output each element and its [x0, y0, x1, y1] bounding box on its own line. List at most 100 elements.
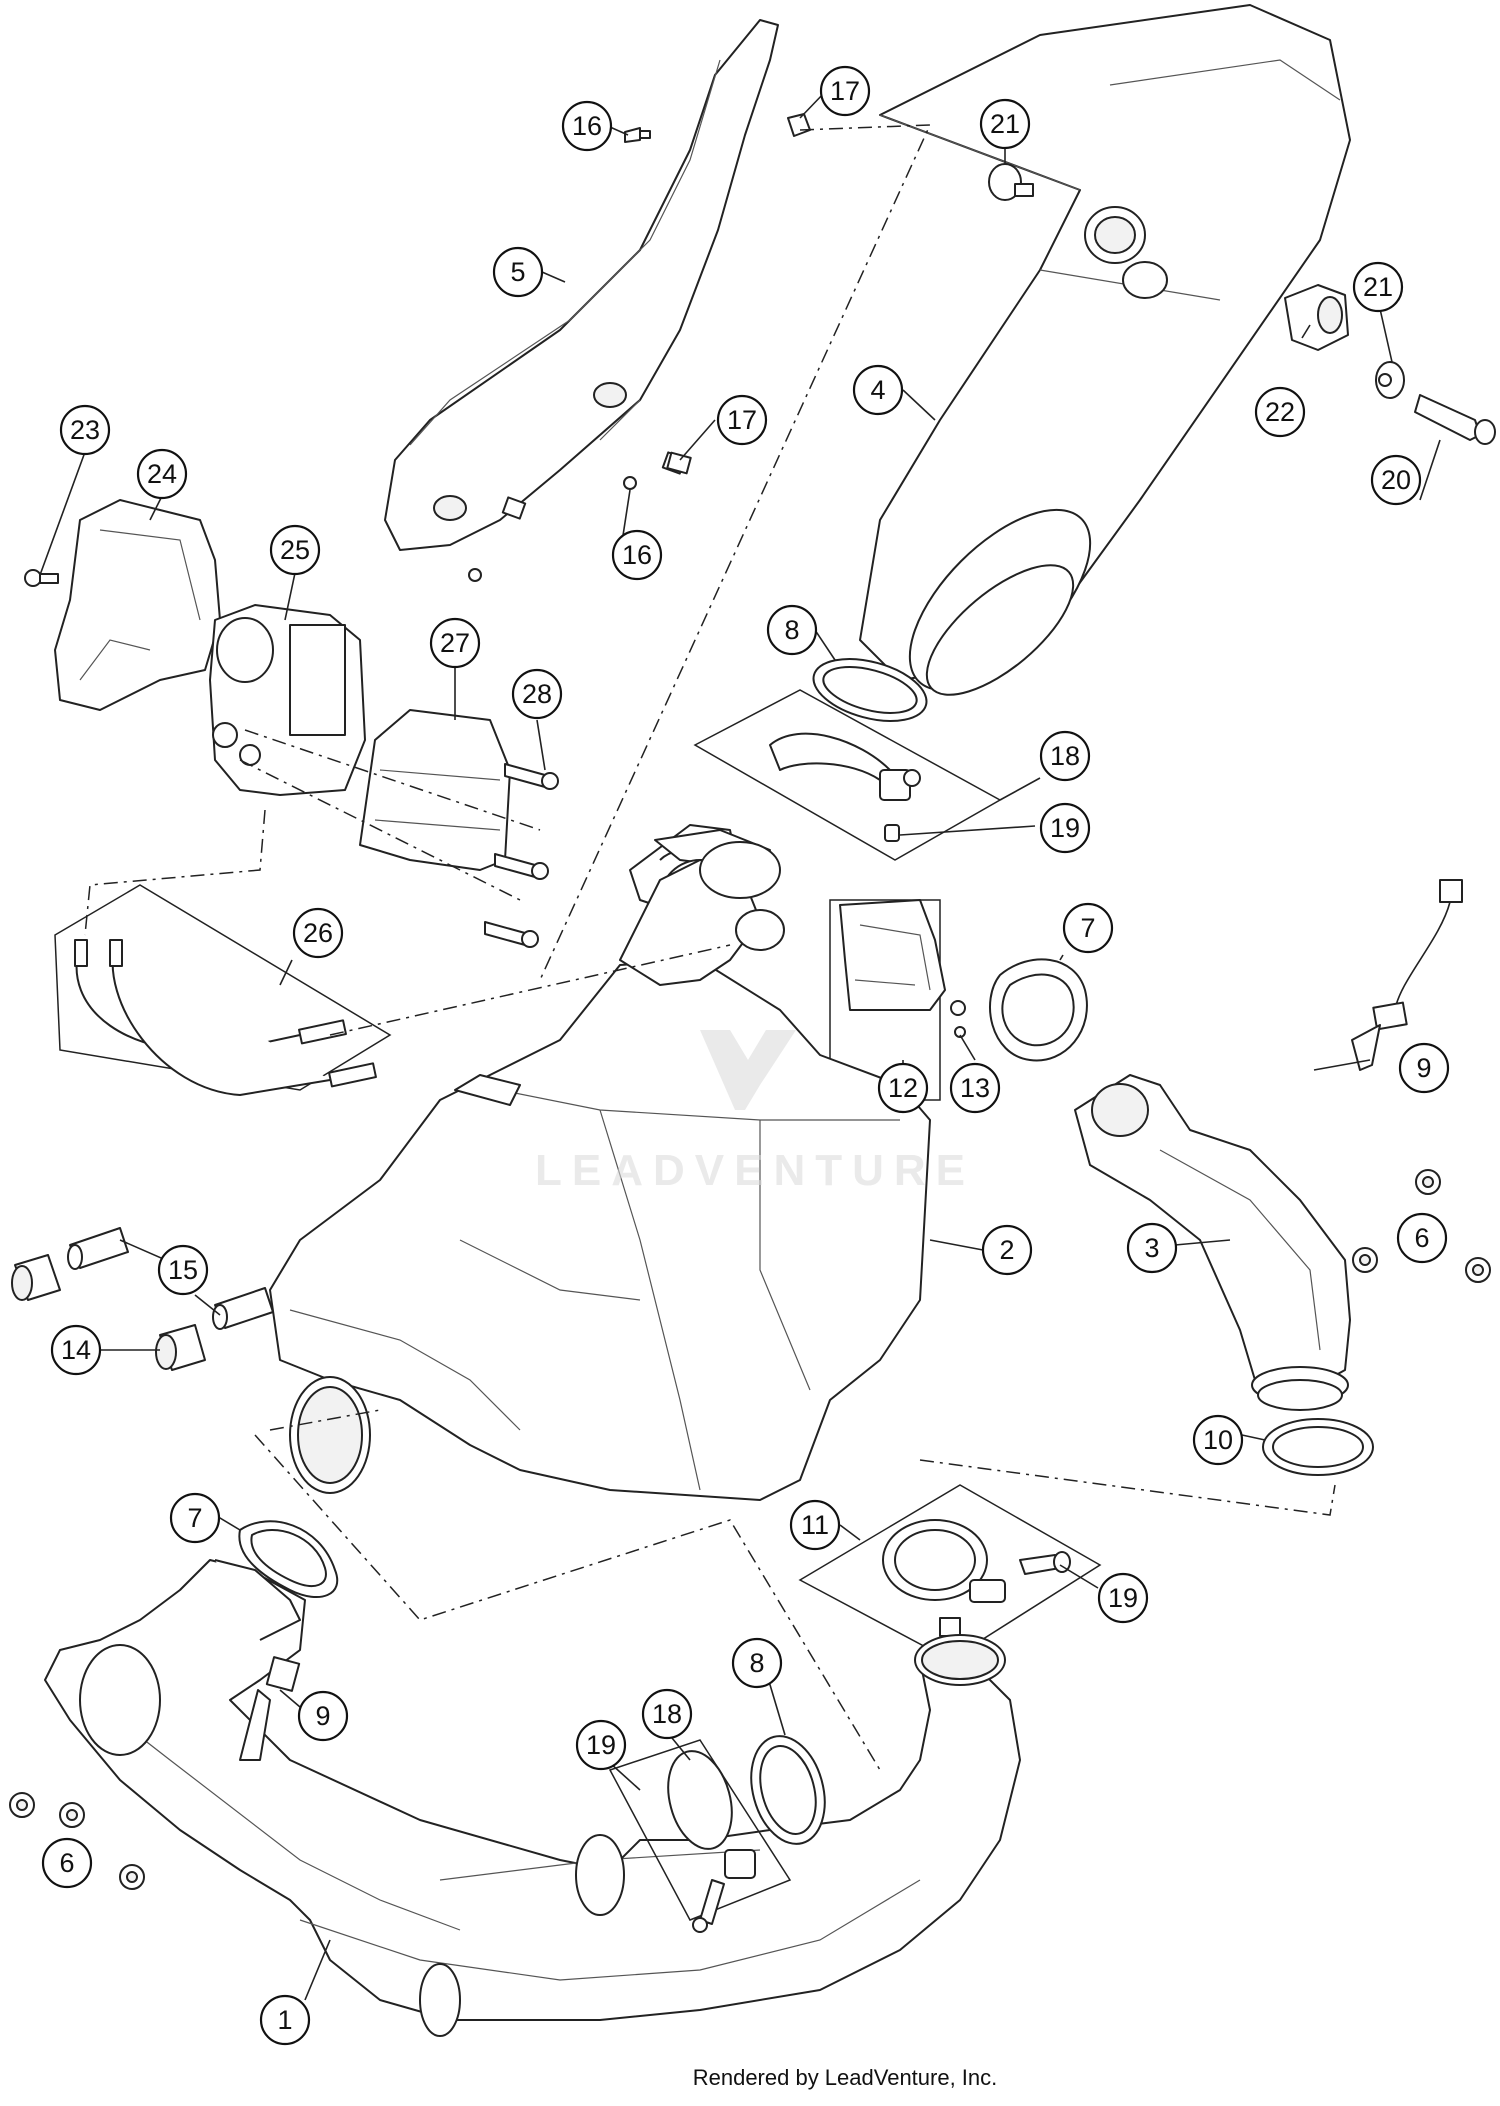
part-23-screw — [24, 569, 59, 587]
svg-text:16: 16 — [622, 540, 652, 570]
part-11-clamp — [798, 1484, 1102, 1661]
callout-26[interactable]: 26 — [292, 907, 344, 959]
part-16-bolt-top — [624, 127, 651, 143]
callout-5[interactable]: 5 — [492, 246, 544, 298]
part-22-damper — [1284, 284, 1349, 351]
part-7-gasket-left — [238, 1520, 339, 1599]
callout-21[interactable]: 21 — [1352, 261, 1404, 313]
assembly-lines — [84, 124, 1336, 1771]
svg-text:11: 11 — [801, 1510, 829, 1540]
svg-text:7: 7 — [1080, 913, 1095, 943]
callout-10[interactable]: 10 — [1192, 1414, 1244, 1466]
svg-text:1: 1 — [277, 2005, 292, 2035]
callout-6[interactable]: 6 — [1396, 1212, 1448, 1264]
callout-9[interactable]: 9 — [1398, 1042, 1450, 1094]
part-8-seal-ring-top — [812, 658, 928, 722]
part-5-heat-shield — [384, 19, 779, 551]
callout-8[interactable]: 8 — [766, 604, 818, 656]
callout-6[interactable]: 6 — [41, 1837, 93, 1889]
part-3-header-pipe — [1074, 1074, 1351, 1411]
svg-text:2: 2 — [999, 1235, 1014, 1265]
callout-28[interactable]: 28 — [511, 668, 563, 720]
callout-25[interactable]: 25 — [269, 524, 321, 576]
callout-19[interactable]: 19 — [1097, 1572, 1149, 1624]
part-7-gasket-right — [989, 958, 1088, 1062]
svg-text:10: 10 — [1203, 1425, 1233, 1455]
part-18-clamp-bottom — [608, 1739, 792, 1921]
part-6-nuts-right — [1352, 1169, 1491, 1283]
credit-text: Rendered by LeadVenture, Inc. — [693, 2065, 998, 2090]
part-17-clip-top — [787, 113, 811, 137]
callout-12[interactable]: 12 — [877, 1062, 929, 1114]
svg-text:23: 23 — [70, 415, 100, 445]
svg-text:8: 8 — [784, 615, 799, 645]
svg-text:19: 19 — [1108, 1583, 1138, 1613]
svg-text:26: 26 — [303, 918, 333, 948]
callout-19[interactable]: 19 — [1039, 802, 1091, 854]
part-21-grommet-top — [988, 163, 1034, 201]
part-2-inlet-pipe — [619, 841, 785, 986]
callout-7[interactable]: 7 — [1062, 902, 1114, 954]
part-25-actuator — [209, 604, 366, 796]
svg-text:8: 8 — [749, 1648, 764, 1678]
svg-text:17: 17 — [830, 76, 860, 106]
part-15-sleeves — [67, 1227, 274, 1330]
svg-text:14: 14 — [61, 1335, 91, 1365]
callout-3[interactable]: 3 — [1126, 1222, 1178, 1274]
callout-17[interactable]: 17 — [819, 65, 871, 117]
svg-text:25: 25 — [280, 535, 310, 565]
svg-text:12: 12 — [888, 1073, 918, 1103]
svg-text:18: 18 — [652, 1699, 682, 1729]
part-19-bolt-mid — [1019, 1551, 1071, 1575]
part-4-muffler — [859, 4, 1351, 696]
svg-text:19: 19 — [1050, 813, 1080, 843]
svg-text:21: 21 — [990, 109, 1020, 139]
svg-text:17: 17 — [727, 405, 757, 435]
callout-23[interactable]: 23 — [59, 404, 111, 456]
part-28-bolts — [484, 763, 559, 948]
callout-18[interactable]: 18 — [1039, 730, 1091, 782]
svg-text:13: 13 — [960, 1073, 990, 1103]
callout-22[interactable]: 22 — [1254, 386, 1306, 438]
svg-text:5: 5 — [510, 257, 525, 287]
callout-14[interactable]: 14 — [50, 1324, 102, 1376]
svg-text:3: 3 — [1144, 1233, 1159, 1263]
callout-2[interactable]: 2 — [981, 1224, 1033, 1276]
part-17-clip-mid — [666, 451, 692, 475]
callout-24[interactable]: 24 — [136, 448, 188, 500]
callout-7[interactable]: 7 — [169, 1492, 221, 1544]
callout-17[interactable]: 17 — [716, 394, 768, 446]
callout-4[interactable]: 4 — [852, 364, 904, 416]
svg-text:4: 4 — [870, 375, 885, 405]
watermark: LEADVENTURE — [535, 1030, 965, 1195]
callout-1[interactable]: 1 — [259, 1994, 311, 2046]
part-10-seal-ring — [1262, 1418, 1374, 1476]
callout-9[interactable]: 9 — [297, 1690, 349, 1742]
callout-19[interactable]: 19 — [575, 1719, 627, 1771]
callout-20[interactable]: 20 — [1370, 454, 1422, 506]
callout-16[interactable]: 16 — [561, 100, 613, 152]
callout-16[interactable]: 16 — [611, 529, 663, 581]
svg-text:7: 7 — [187, 1503, 202, 1533]
part-19-bolt-bottom — [692, 1879, 725, 1933]
part-21-washer-right — [1375, 361, 1405, 399]
callout-27[interactable]: 27 — [429, 617, 481, 669]
callout-21[interactable]: 21 — [979, 98, 1031, 150]
callout-leaders — [39, 91, 1441, 2001]
callout-8[interactable]: 8 — [731, 1637, 783, 1689]
part-9-o2-sensor-right — [1351, 879, 1463, 1071]
svg-text:16: 16 — [572, 111, 602, 141]
callout-18[interactable]: 18 — [641, 1688, 693, 1740]
part-6-nuts-left — [9, 1792, 145, 1890]
part-16-bolt-left — [468, 568, 482, 582]
callout-bubbles: 16 17 21 5 21 4 22 20 23 24 17 16 25 8 2… — [41, 65, 1450, 2046]
part-20-bolt — [1414, 394, 1496, 445]
callout-11[interactable]: 11 — [789, 1499, 841, 1551]
callout-13[interactable]: 13 — [949, 1062, 1001, 1114]
svg-text:21: 21 — [1363, 272, 1393, 302]
callout-15[interactable]: 15 — [157, 1244, 209, 1296]
part-24-actuator-cover — [54, 499, 221, 711]
svg-text:15: 15 — [168, 1255, 198, 1285]
part-8-seal-ring-bottom — [750, 1735, 826, 1845]
